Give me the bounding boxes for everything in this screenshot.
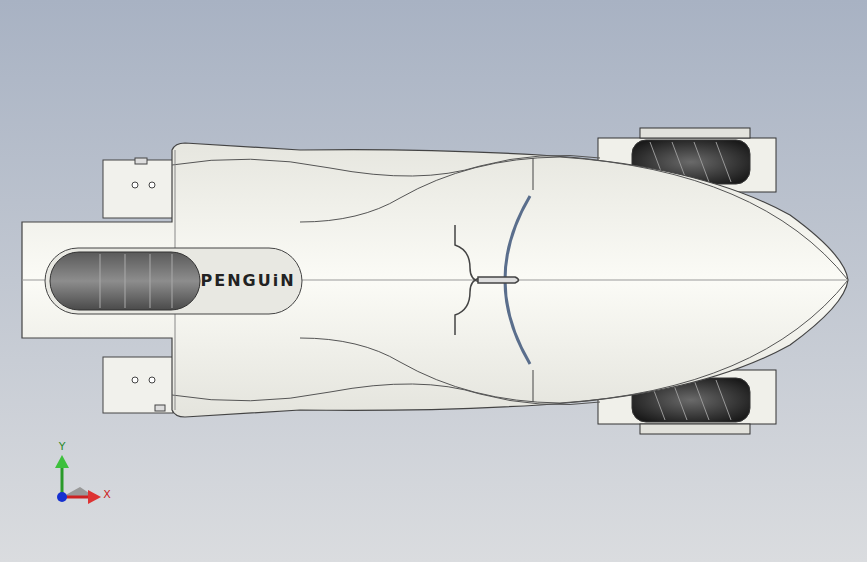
body-contour xyxy=(22,150,848,410)
axis-label: X xyxy=(103,489,111,500)
vehicle-body xyxy=(22,143,848,417)
axis-triad xyxy=(55,455,101,504)
axis-label: Y xyxy=(59,441,66,452)
steering-handle xyxy=(455,225,519,335)
brand-text: PENGUiN xyxy=(200,273,295,289)
cockpit-seat xyxy=(45,248,302,314)
